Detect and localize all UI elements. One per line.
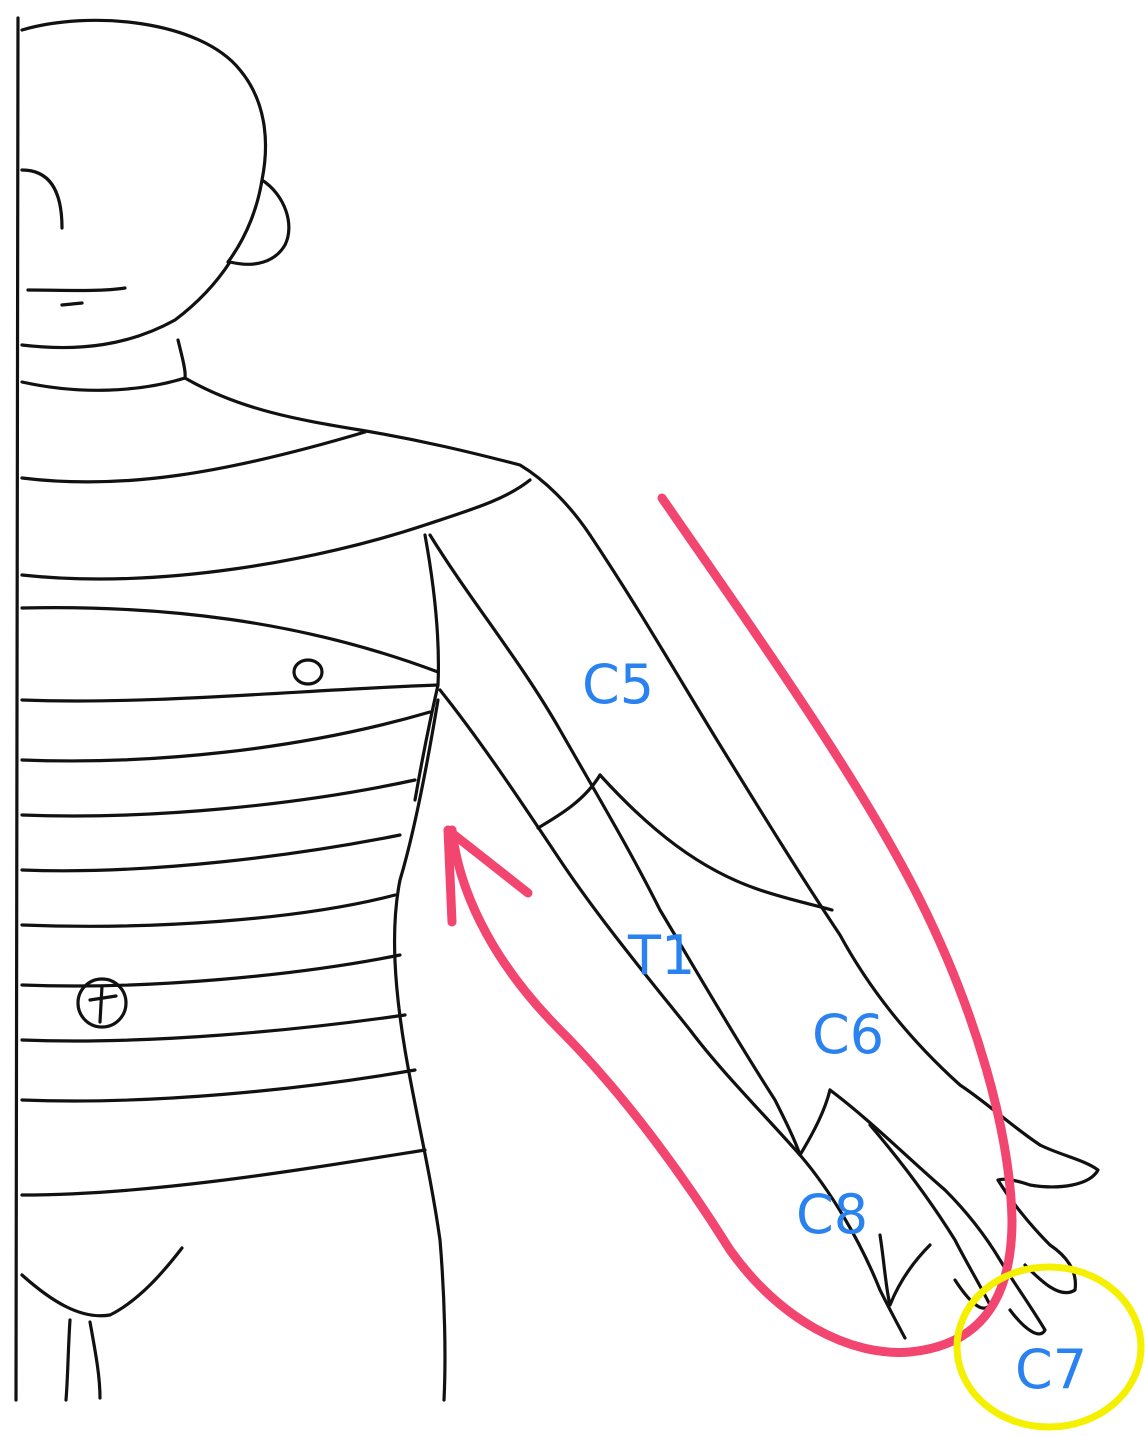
arm-dermatome-divider bbox=[440, 690, 800, 1155]
dermatome-labels: C5 T1 C6 C8 C7 bbox=[582, 653, 1087, 1401]
label-c5: C5 bbox=[582, 653, 654, 716]
label-c8: C8 bbox=[796, 1183, 868, 1246]
groin-lower-right bbox=[90, 1322, 100, 1398]
ear-right bbox=[228, 180, 262, 262]
groin-line bbox=[22, 1248, 182, 1316]
band-t12 bbox=[22, 1070, 415, 1101]
band-t4 bbox=[22, 608, 438, 672]
arm-inner-edge bbox=[430, 535, 800, 1155]
mouth bbox=[28, 288, 125, 291]
band-t11 bbox=[22, 1015, 405, 1041]
shoulder-top bbox=[185, 378, 590, 535]
band-t7 bbox=[22, 780, 415, 816]
label-c6: C6 bbox=[812, 1003, 884, 1066]
band-t3 bbox=[22, 480, 530, 579]
body-outline bbox=[16, 18, 1098, 1400]
torso-side bbox=[395, 700, 445, 1400]
forearm-divider bbox=[600, 775, 832, 910]
band-t6 bbox=[22, 712, 430, 761]
circled-plus-icon bbox=[78, 979, 126, 1027]
circle-mark-icon bbox=[294, 660, 322, 684]
ear-left bbox=[22, 170, 62, 228]
groin-lower-left bbox=[66, 1320, 70, 1400]
collar-band bbox=[22, 378, 185, 390]
label-t1: T1 bbox=[627, 924, 695, 987]
arrow-path bbox=[452, 498, 1012, 1352]
band-l1 bbox=[22, 1150, 425, 1195]
band-t10 bbox=[22, 955, 400, 986]
direction-arrow bbox=[448, 498, 1012, 1352]
head-outline bbox=[22, 20, 289, 347]
midline bbox=[16, 18, 18, 1400]
wrist-band bbox=[800, 1090, 830, 1155]
band-t9 bbox=[22, 895, 395, 926]
chin-mark bbox=[62, 303, 82, 305]
band-t8 bbox=[22, 835, 400, 871]
band-t5 bbox=[22, 685, 438, 701]
band-t2 bbox=[22, 432, 365, 482]
label-c7: C7 bbox=[1015, 1338, 1087, 1401]
ring-finger bbox=[870, 1125, 990, 1308]
neck-line bbox=[178, 340, 185, 378]
